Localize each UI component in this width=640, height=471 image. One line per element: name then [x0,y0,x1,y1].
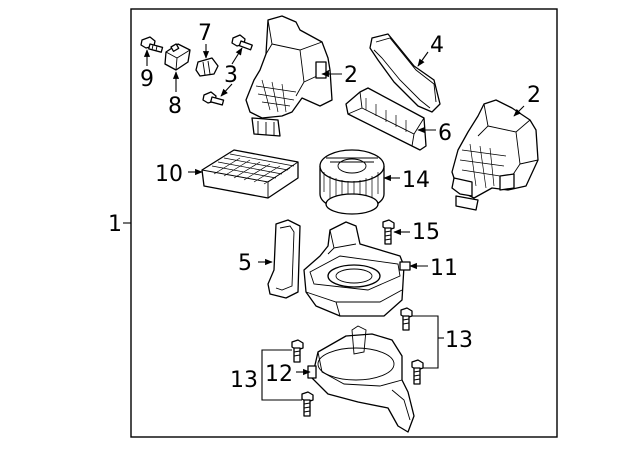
callout-5: 5 [238,251,252,276]
callout-2-right: 2 [527,83,541,108]
callout-15: 15 [412,220,440,245]
callout-4-leader [417,51,429,67]
part-13-screw-left-lower [301,391,314,417]
part-2-duct-left [245,15,333,137]
callout-8: 8 [168,94,182,119]
part-3-screw-lower [202,91,225,106]
part-2-housing-right [451,99,539,211]
callout-2-left: 2 [344,63,358,88]
part-11-upper-case [303,221,411,317]
callout-13-left: 13 [230,368,258,393]
callout-10: 10 [155,162,183,187]
part-13-screw-right-lower [411,359,424,385]
callout-3-leader-upper [231,47,243,65]
callout-7: 7 [198,21,212,46]
part-13-screw-left-upper [291,339,304,363]
callout-11: 11 [430,256,458,281]
part-15-screw [382,219,395,245]
part-8-connector [164,43,191,71]
callout-3: 3 [224,63,238,88]
part-9-bolt [140,36,164,53]
part-10-cabin-filter [201,149,299,199]
callout-1: 1 [108,212,122,237]
part-7-socket [195,57,219,77]
part-4-cover [369,33,441,113]
callout-13-right: 13 [445,328,473,353]
callout-2-leader-right [513,105,525,117]
part-13-screw-right-upper [400,307,413,331]
callout-12: 12 [265,362,293,387]
callout-13-bracket-right [412,315,439,369]
callout-13-bracket-left [261,349,302,401]
part-3-screw-upper [231,34,253,51]
part-12-lower-case [307,325,415,433]
callout-9: 9 [140,67,154,92]
callout-4: 4 [430,33,444,58]
part-14-blower-motor [319,149,385,215]
callout-3-leader-lower [220,83,233,97]
part-6-filter-door [345,87,427,151]
callout-14: 14 [402,168,430,193]
callout-6: 6 [438,121,452,146]
part-5-seal [267,219,301,299]
